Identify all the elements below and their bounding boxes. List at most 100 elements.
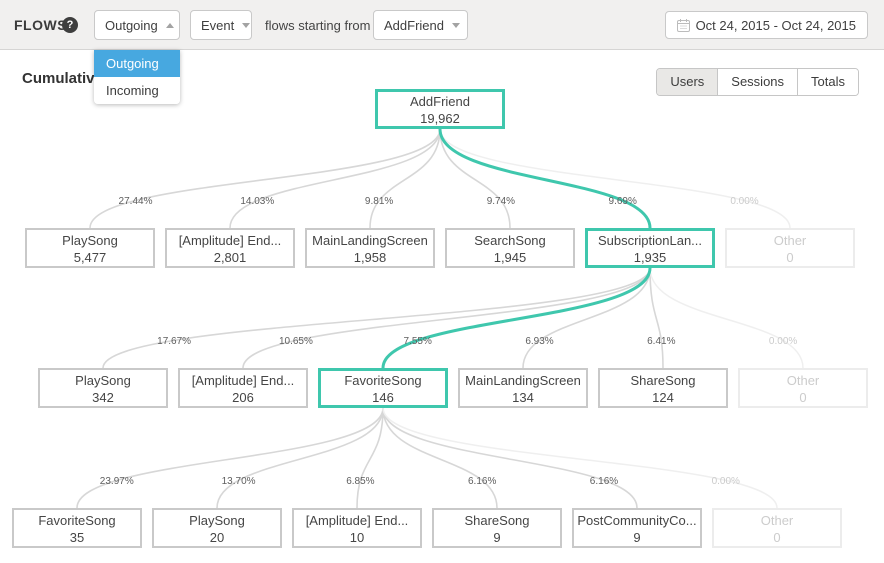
direction-dropdown-menu: Outgoing Incoming: [94, 50, 180, 104]
flow-link: [522, 267, 651, 369]
flow-node[interactable]: Other 0: [738, 368, 868, 408]
flow-node-value: 206: [232, 390, 254, 405]
flow-node[interactable]: AddFriend 19,962: [375, 89, 505, 129]
flow-node[interactable]: [Amplitude] End...206: [178, 368, 308, 408]
flow-node[interactable]: ShareSong 9: [432, 508, 562, 548]
flow-node-label: PlaySong: [62, 233, 118, 248]
flows-connector-text: flows starting from: [265, 18, 371, 33]
flow-node-value: 1,935: [633, 250, 667, 265]
flow-node[interactable]: [Amplitude] End...10: [292, 508, 422, 548]
flow-node-value: 0: [786, 250, 794, 265]
toolbar: FLOWS ? Outgoing Event flows starting fr…: [0, 0, 884, 50]
caret-up-icon: [165, 22, 174, 28]
segment-sessions[interactable]: Sessions: [717, 69, 798, 95]
date-range-button[interactable]: Oct 24, 2015 - Oct 24, 2015: [664, 11, 868, 39]
flow-node-label: SubscriptionLan...: [597, 233, 703, 248]
flow-node-label: FavoriteSong: [344, 373, 422, 388]
flow-link: [76, 407, 384, 509]
flow-node[interactable]: SearchSong 1,945: [445, 228, 575, 268]
flow-node-value: 124: [652, 390, 674, 405]
help-icon[interactable]: ?: [62, 17, 78, 33]
flow-percent-label: 27.44%: [118, 196, 153, 207]
flow-node-label: [Amplitude] End...: [305, 513, 409, 528]
flow-percent-label: 9.81%: [364, 196, 394, 207]
flow-node-label: ShareSong: [464, 513, 530, 528]
date-range-label: Oct 24, 2015 - Oct 24, 2015: [695, 17, 856, 33]
flow-node-value: 5,477: [73, 250, 107, 265]
segmented-control: Users Sessions Totals: [656, 68, 859, 96]
flow-node-label: MainLandingScreen: [465, 373, 581, 388]
flow-node-label: PlaySong: [75, 373, 131, 388]
flow-percent-label: 10.65%: [278, 336, 313, 347]
flow-node-value: 0: [799, 390, 807, 405]
flow-link: [649, 267, 804, 369]
menu-item-incoming[interactable]: Incoming: [94, 77, 180, 104]
flow-node-value: 134: [512, 390, 534, 405]
flow-link: [356, 407, 384, 509]
event-type-dropdown-label: Event: [201, 17, 235, 33]
flow-link: [382, 407, 498, 509]
flow-node-label: [Amplitude] End...: [178, 233, 282, 248]
segment-users[interactable]: Users: [657, 69, 718, 95]
flow-node[interactable]: FavoriteSong 146: [318, 368, 448, 408]
flow-node-value: 146: [372, 390, 394, 405]
flow-link: [382, 407, 778, 509]
flow-percent-label: 0.00%: [768, 336, 798, 347]
flow-link: [102, 267, 651, 369]
flow-node-label: FavoriteSong: [38, 513, 116, 528]
flow-node-label: Other: [773, 233, 807, 248]
flow-percent-label: 13.70%: [221, 476, 256, 487]
flow-percent-label: 9.74%: [486, 196, 516, 207]
event-type-dropdown[interactable]: Event: [190, 10, 252, 40]
flow-node[interactable]: MainLandingScreen 134: [458, 368, 588, 408]
flow-node-value: 19,962: [420, 111, 460, 126]
flow-node[interactable]: FavoriteSong 35: [12, 508, 142, 548]
start-event-dropdown[interactable]: AddFriend: [373, 10, 468, 40]
flow-percent-label: 6.16%: [589, 476, 619, 487]
flow-link: [439, 128, 511, 229]
flow-node[interactable]: PostCommunityCo...9: [572, 508, 702, 548]
flow-node[interactable]: SubscriptionLan... 1,935: [585, 228, 715, 268]
direction-dropdown-label: Outgoing: [105, 17, 158, 33]
flow-link: [438, 128, 652, 229]
flow-link: [229, 128, 441, 229]
flow-link: [439, 128, 791, 229]
flow-node[interactable]: MainLandingScreen 1,958: [305, 228, 435, 268]
flow-percent-label: 14.03%: [240, 196, 275, 207]
flow-node-label: SearchSong: [474, 233, 546, 248]
flow-percent-label: 6.85%: [346, 476, 375, 487]
flow-node-value: 1,958: [353, 250, 387, 265]
flow-node-label: AddFriend: [410, 94, 470, 109]
flow-node[interactable]: Other 0: [725, 228, 855, 268]
flow-node[interactable]: PlaySong 5,477: [25, 228, 155, 268]
flow-percent-label: 0.00%: [730, 196, 759, 207]
segment-totals[interactable]: Totals: [797, 69, 858, 95]
flow-link: [381, 267, 652, 369]
flow-percent-label: 6.16%: [467, 476, 497, 487]
flow-node-value: 9: [493, 530, 501, 545]
flow-link: [369, 128, 441, 229]
flow-percent-label: 7.55%: [403, 336, 432, 347]
flow-node-value: 35: [69, 530, 85, 545]
flow-percent-label: 17.67%: [157, 336, 192, 347]
caret-down-icon: [242, 22, 251, 28]
flow-node[interactable]: [Amplitude] End...2,801: [165, 228, 295, 268]
flow-link: [382, 407, 638, 509]
flow-node-value: 0: [773, 530, 781, 545]
flow-percent-label: 23.97%: [99, 476, 134, 487]
flow-percent-label: 6.41%: [647, 336, 676, 347]
flow-node-label: Other: [786, 373, 820, 388]
start-event-dropdown-label: AddFriend: [384, 17, 444, 33]
flows-title: FLOWS: [14, 17, 68, 33]
flow-link: [89, 128, 441, 229]
direction-dropdown[interactable]: Outgoing: [94, 10, 180, 40]
flow-node-label: MainLandingScreen: [312, 233, 428, 248]
flow-node-value: 9: [633, 530, 641, 545]
menu-item-outgoing[interactable]: Outgoing: [94, 50, 180, 77]
flow-node-value: 1,945: [493, 250, 527, 265]
